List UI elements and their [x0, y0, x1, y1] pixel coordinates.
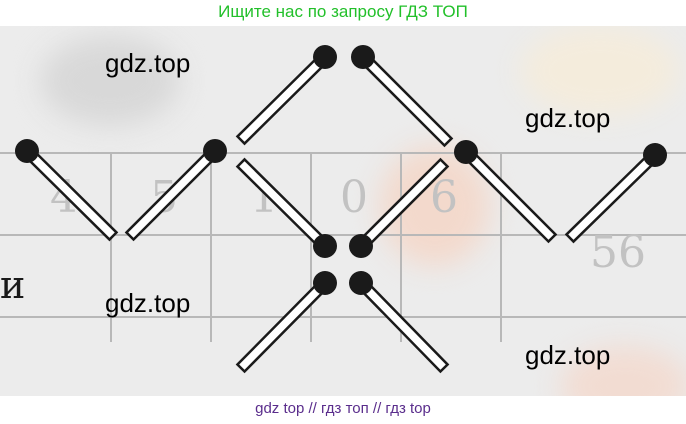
table-grid-line [110, 152, 112, 342]
matchstick-body [564, 152, 658, 244]
matchstick-head [349, 271, 373, 295]
table-grid-line [310, 152, 312, 342]
watermark: gdz.top [525, 103, 611, 133]
matchstick-head [313, 234, 337, 258]
matchstick [349, 271, 450, 374]
matchstick [349, 157, 450, 258]
table-grid-line [0, 234, 686, 236]
watermark: gdz.top [525, 340, 611, 370]
matchstick-body [235, 54, 328, 146]
matchstick [454, 140, 558, 244]
matchstick-body [463, 149, 558, 244]
matchstick-head [203, 139, 227, 163]
matchstick-head [454, 140, 478, 164]
table-grid-line [0, 152, 686, 154]
matchstick-head [313, 271, 337, 295]
matchstick [235, 45, 337, 146]
matchstick-head [643, 143, 667, 167]
matchstick-body [235, 280, 328, 374]
watermark: gdz.top [105, 48, 191, 78]
table-grid-line [400, 152, 402, 342]
header-banner: Ищите нас по запросу ГДЗ ТОП [218, 2, 468, 21]
matchstick [124, 139, 227, 242]
matchstick-head [351, 45, 375, 69]
watermark: gdz.top [105, 288, 191, 318]
matchstick-body [358, 157, 450, 249]
background-shade [40, 36, 180, 126]
matchstick-head [15, 139, 39, 163]
matchstick [235, 157, 337, 258]
puzzle-photo: 4 5 1 0 6 56 и [0, 26, 686, 396]
faded-digit: 0 [340, 172, 368, 223]
matchstick [564, 143, 667, 244]
textbook-letter: и [0, 263, 26, 307]
matchstick [15, 139, 119, 242]
matchstick [235, 271, 337, 374]
background-shade [520, 26, 680, 116]
matchstick-body [24, 148, 119, 242]
matchstick-body [358, 280, 450, 374]
matchstick [351, 45, 454, 148]
table-grid-line [210, 152, 212, 342]
matchstick-body [235, 157, 328, 249]
matchstick-head [349, 234, 373, 258]
matchstick-body [124, 148, 218, 242]
faded-digit: 56 [590, 227, 646, 278]
footer-banner: gdz top // гдз топ // гдз top [255, 400, 431, 417]
matchstick-head [313, 45, 337, 69]
matchstick-body [360, 54, 454, 148]
faded-digit: 6 [430, 172, 458, 223]
table-grid-line [0, 316, 686, 318]
table-grid-line [500, 152, 502, 342]
